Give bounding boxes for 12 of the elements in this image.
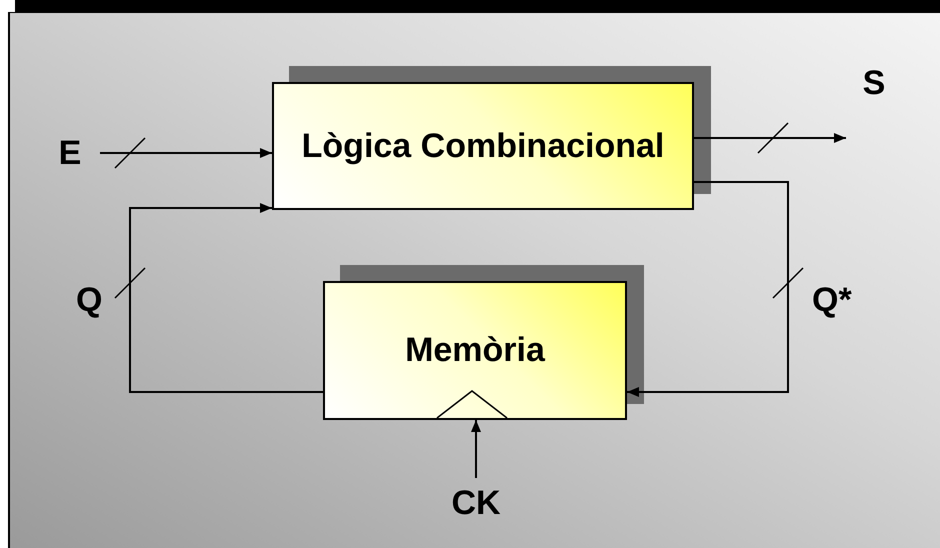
arrow [129, 203, 323, 393]
arrow [471, 420, 481, 478]
signal-label: E [40, 128, 100, 178]
edge-label: Q* [812, 283, 852, 317]
arrow [100, 148, 272, 158]
arrow [694, 133, 846, 143]
edge-label: Q [76, 283, 102, 317]
block-box: Lògica Combinacional [272, 82, 694, 210]
arrow [627, 181, 789, 397]
block-box: Memòria [323, 281, 627, 420]
signal-label: S [846, 62, 902, 154]
signal-label: CK [430, 478, 522, 528]
